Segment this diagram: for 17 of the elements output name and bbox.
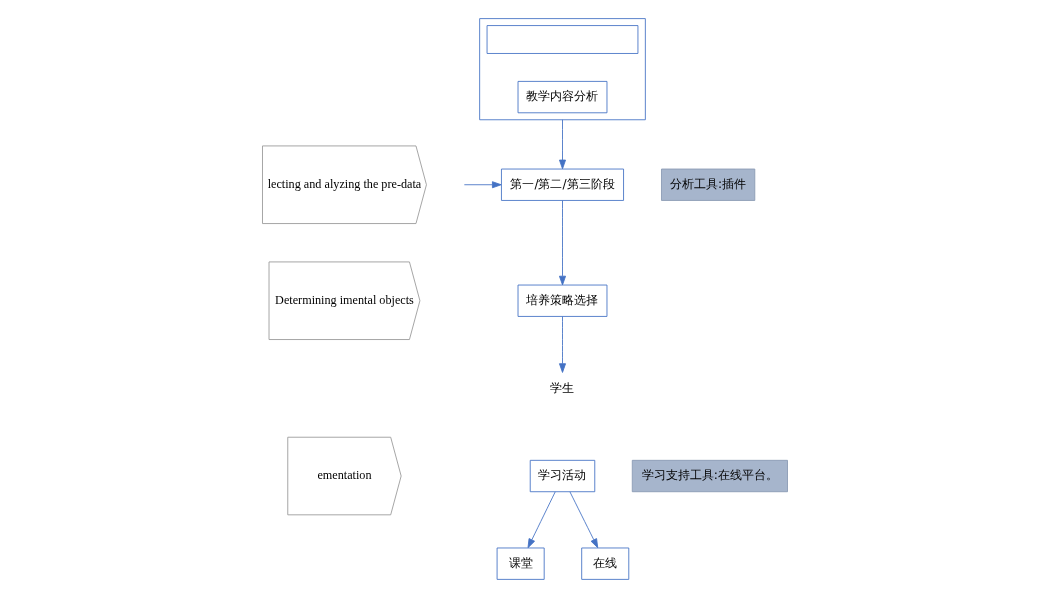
node-box: 培养策略选择 (517, 284, 608, 317)
node-box: 学习活动 (529, 459, 596, 493)
arrow (559, 119, 566, 170)
node-box (486, 25, 639, 54)
arrow (569, 491, 599, 549)
arrow (559, 316, 566, 373)
node-box: 学习支持工具:在线平台。 (631, 459, 788, 493)
arrow (527, 491, 556, 549)
node-text: 学生 (550, 380, 575, 395)
cluster (479, 18, 646, 121)
node-box: 分析工具:插件 (661, 168, 756, 201)
node-box: 教学内容分析 (517, 80, 608, 114)
node-box: 第一/第二/第三阶段 (501, 168, 624, 201)
node-box: 在线 (581, 547, 630, 580)
arrow (463, 181, 502, 189)
arrow (559, 200, 566, 286)
node-box: 课堂 (496, 547, 545, 580)
